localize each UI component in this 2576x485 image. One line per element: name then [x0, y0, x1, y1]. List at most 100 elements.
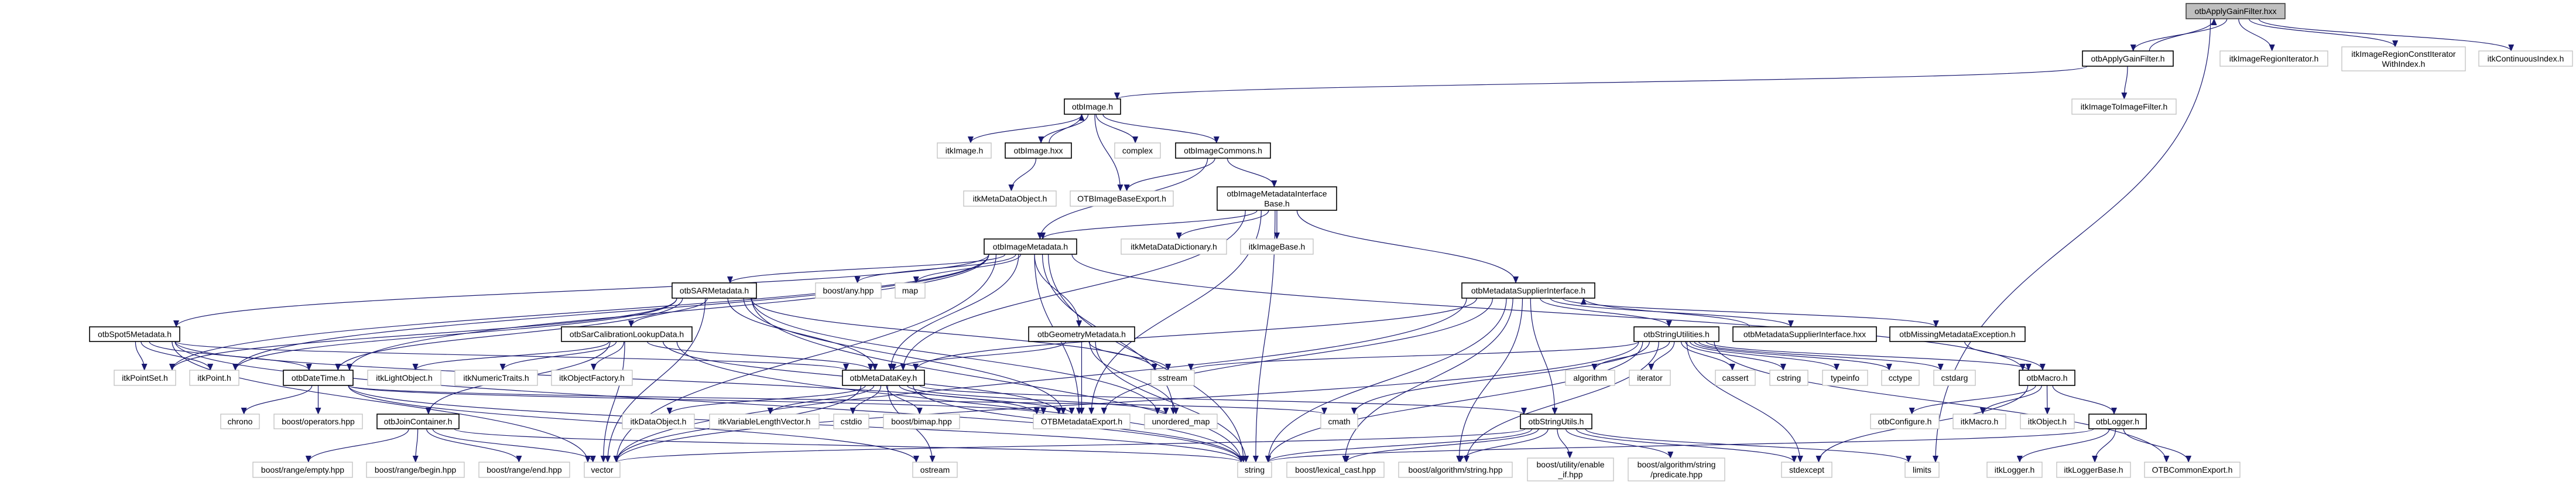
node-box: [1461, 282, 1595, 299]
node-vector: vector: [584, 462, 621, 478]
node-box: [2082, 50, 2174, 67]
node-box: [1769, 370, 1808, 386]
node-label: otbConfigure.h: [1878, 417, 1932, 426]
node-ilo: itkLightObject.h: [367, 370, 441, 386]
edge-oimghxx-to-imdo: [1008, 158, 1037, 192]
node-box: [1520, 414, 1592, 429]
edge-ostu-to-blc: [1343, 428, 1539, 463]
node-label: otbMacro.h: [2026, 373, 2067, 382]
node-label: boost/algorithm/string.hpp: [1408, 465, 1502, 474]
edge-oimg-to-itkimg: [968, 114, 1083, 144]
node-iti: itkImageToImageFilter.h: [2071, 98, 2177, 115]
node-ici: itkContinuousIndex.h: [2478, 50, 2573, 67]
node-label: itkObject.h: [2028, 417, 2067, 426]
node-sstream: sstream: [1150, 370, 1195, 386]
node-label: sstream: [1158, 373, 1187, 382]
node-label: iterator: [1637, 373, 1663, 382]
node-ogm[interactable]: otbGeometryMetadata.h: [1028, 326, 1135, 342]
edge-osar-to-omde: [743, 298, 1067, 415]
node-label: itkVariableLengthVector.h: [718, 417, 811, 426]
node-olog[interactable]: otbLogger.h: [2088, 414, 2147, 429]
node-box: [1150, 370, 1195, 386]
node-box: [1527, 457, 1614, 481]
node-odt[interactable]: otbDateTime.h: [283, 370, 354, 386]
edge-spot5-to-ipt: [141, 341, 214, 371]
node-label: itkMetaDataObject.h: [973, 194, 1047, 203]
edge-ojc-to-brend: [426, 428, 522, 463]
edge-oim-to-spot5: [173, 254, 989, 327]
edge-hxx-to-iri: [2238, 18, 2275, 52]
edge-oic-to-oimib: [1227, 158, 1277, 187]
edge-osar-to-scld: [628, 298, 708, 327]
edge-oimib-to-string: [1252, 210, 1276, 463]
node-omme[interactable]: otbMissingMetadataException.h: [1889, 326, 2026, 342]
edge-osu-to-typeinfo: [1689, 341, 1839, 371]
node-map: map: [895, 282, 926, 299]
node-ostream: ostream: [912, 462, 958, 478]
node-box: [984, 238, 1077, 255]
edge-agf-to-oimg: [1114, 66, 2088, 100]
node-label: itkLightObject.h: [376, 373, 433, 382]
node-hxx[interactable]: otbApplyGainFilter.hxx: [2186, 3, 2286, 19]
node-iri: itkImageRegionIterator.h: [2219, 50, 2328, 67]
node-omacro[interactable]: otbMacro.h: [2019, 370, 2075, 386]
node-imdd: itkMetaDataDictionary.h: [1121, 238, 1227, 255]
edge-olog-to-ilogb: [2092, 428, 2116, 463]
node-label: itkDataObject.h: [631, 417, 687, 426]
node-label: cstring: [1777, 373, 1801, 382]
edge-olog-to-oce: [2123, 428, 2192, 463]
edge-osar-to-odt: [335, 298, 683, 371]
node-scld[interactable]: otbSarCalibrationLookupData.h: [561, 326, 693, 342]
node-label: itkObjectFactory.h: [559, 373, 625, 382]
node-box: [1933, 370, 1976, 386]
node-itkimg: itkImage.h: [937, 142, 992, 159]
node-box: [89, 326, 180, 342]
node-ido: itkDataObject.h: [622, 414, 695, 429]
edge-ostu-to-basp: [1565, 428, 1674, 459]
node-oimg[interactable]: otbImage.h: [1064, 98, 1121, 115]
edge-agf-to-iti: [2121, 66, 2128, 100]
node-spot5[interactable]: otbSpot5Metadata.h: [89, 326, 180, 342]
node-ivlv: itkVariableLengthVector.h: [709, 414, 820, 429]
node-ostu[interactable]: otbStringUtils.h: [1520, 414, 1592, 429]
node-box: [1565, 370, 1615, 386]
edge-omsi-to-blc: [1342, 298, 1513, 463]
node-box: [1240, 238, 1314, 255]
node-label: otbMissingMetadataException.h: [1899, 330, 2015, 339]
node-osar[interactable]: otbSARMetadata.h: [672, 282, 757, 299]
node-label: vector: [591, 465, 613, 474]
node-label: stdexcept: [1789, 465, 1824, 474]
node-label: otbMetadataSupplierInterface.h: [1471, 286, 1585, 295]
node-box: [672, 282, 757, 299]
node-box: [1121, 238, 1227, 255]
node-ojc[interactable]: otbJoinContainer.h: [376, 414, 460, 429]
node-omsi[interactable]: otbMetadataSupplierInterface.h: [1461, 282, 1595, 299]
node-omsihxx[interactable]: otbMetadataSupplierInterface.hxx: [1732, 326, 1877, 342]
node-label: Base.h: [1264, 199, 1290, 209]
node-box: [478, 462, 570, 478]
node-box: [283, 370, 354, 386]
node-box: [2056, 462, 2131, 478]
node-oimghxx[interactable]: otbImage.hxx: [1005, 142, 1072, 159]
node-oic[interactable]: otbImageCommons.h: [1175, 142, 1271, 159]
node-box: [2219, 50, 2328, 67]
node-agf[interactable]: otbApplyGainFilter.h: [2082, 50, 2174, 67]
node-box: [1629, 370, 1671, 386]
node-label: itkLoggerBase.h: [2064, 465, 2123, 474]
node-label: itkNumericTraits.h: [463, 373, 529, 382]
node-int: itkNumericTraits.h: [454, 370, 538, 386]
node-osu[interactable]: otbStringUtilities.h: [1633, 326, 1719, 342]
node-label: otbApplyGainFilter.h: [2091, 54, 2164, 63]
node-box: [912, 462, 958, 478]
edge-osu-to-string: [1265, 341, 1643, 463]
edge-osar-to-umap: [751, 298, 1161, 415]
edge-ostu-to-stdexcept: [1575, 428, 1797, 463]
edge-oimib-to-oim: [1040, 210, 1258, 240]
node-label: otbImage.h: [1072, 102, 1113, 111]
node-cstdarg: cstdarg: [1933, 370, 1976, 386]
node-omdk[interactable]: otbMetaDataKey.h: [842, 370, 925, 386]
node-box: [1320, 414, 1358, 429]
node-oim[interactable]: otbImageMetadata.h: [984, 238, 1077, 255]
